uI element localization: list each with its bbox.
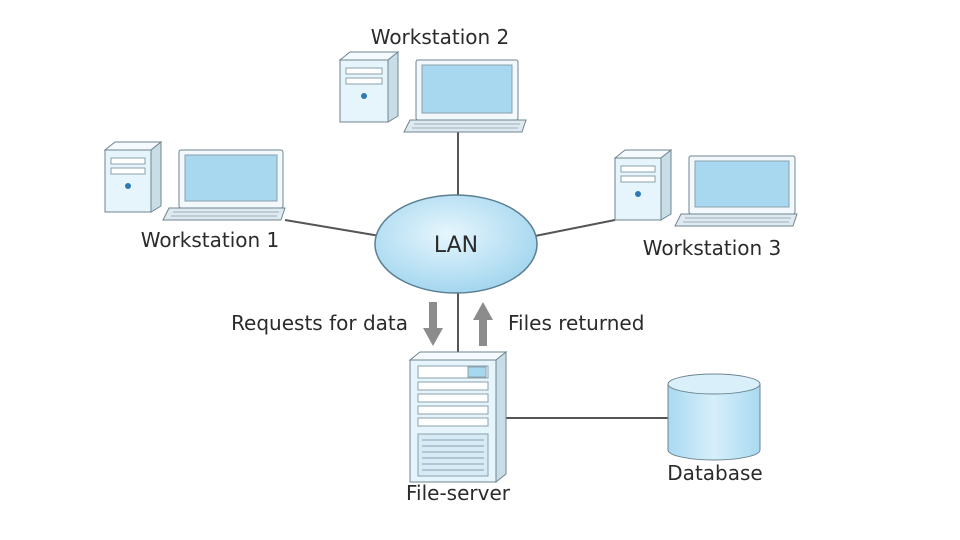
requests-for-data-label: Requests for data <box>231 311 408 335</box>
lan-label: LAN <box>434 233 478 258</box>
server-tower-icon <box>408 350 508 484</box>
file-server-label: File-server <box>406 481 511 505</box>
connections <box>284 132 668 419</box>
desktop-computer-icon <box>338 50 527 133</box>
workstation-3: Workstation 3 <box>613 148 798 260</box>
link-ws3-lan <box>534 219 616 237</box>
link-ws1-lan <box>284 219 381 237</box>
workstation-1-label: Workstation 1 <box>141 228 280 252</box>
files-returned-label: Files returned <box>508 311 644 335</box>
workstation-2-label: Workstation 2 <box>371 25 510 49</box>
lan-ellipse <box>374 194 538 294</box>
lan-node: LAN <box>374 194 538 294</box>
response-arrow-up <box>473 302 493 346</box>
desktop-computer-icon <box>103 140 286 221</box>
workstation-2: Workstation 2 <box>338 25 527 133</box>
database: Database <box>667 373 763 485</box>
database-label: Database <box>667 461 762 485</box>
request-arrow-down <box>423 302 443 346</box>
desktop-computer-icon <box>613 148 798 227</box>
workstation-3-label: Workstation 3 <box>643 236 782 260</box>
file-server: File-server <box>406 350 511 505</box>
database-cylinder-icon <box>667 373 761 461</box>
workstation-1: Workstation 1 <box>103 140 286 252</box>
